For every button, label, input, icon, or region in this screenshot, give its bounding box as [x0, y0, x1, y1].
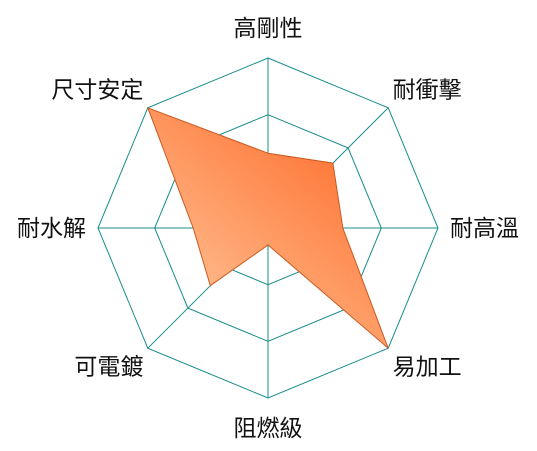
- axis-label: 耐高溫: [450, 216, 519, 242]
- axis-label: 阻燃級: [234, 416, 303, 442]
- axis-label: 耐水解: [17, 216, 86, 242]
- axis-label: 尺寸安定: [51, 77, 143, 103]
- axis-label: 耐衝擊: [393, 77, 462, 103]
- axis-label: 易加工: [393, 355, 462, 381]
- series-area-0: [146, 106, 389, 349]
- axis-label: 高剛性: [234, 16, 303, 42]
- series-area-group: [146, 106, 389, 349]
- axis-label: 可電鍍: [74, 355, 143, 381]
